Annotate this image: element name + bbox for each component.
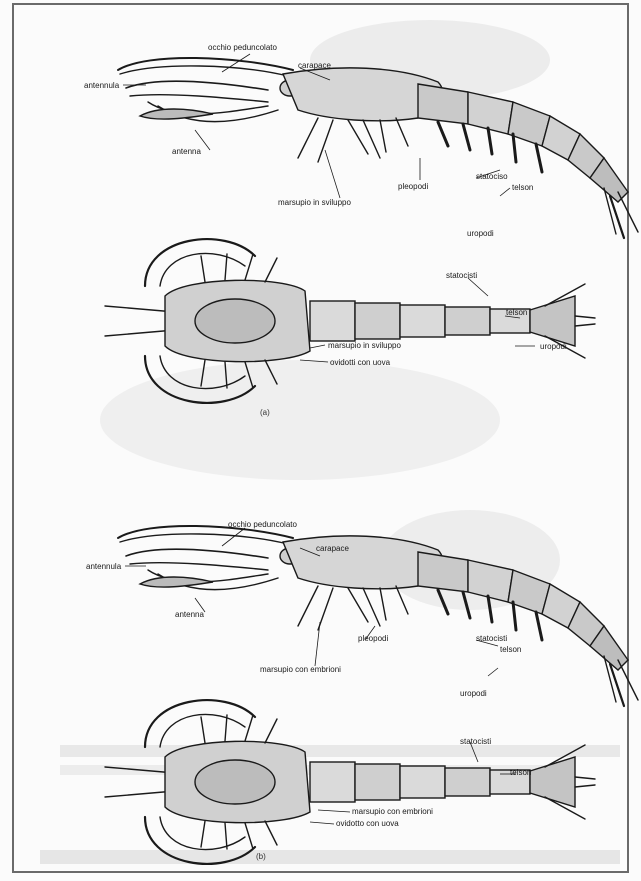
caption-b: (b)	[256, 852, 266, 861]
label-telson-a-dorsal: telson	[506, 308, 527, 317]
label-statociso-a: statociso	[476, 172, 508, 181]
label-uropodi-b: uropodi	[460, 689, 487, 698]
label-statocisti-b: statocisti	[476, 634, 507, 643]
label-statocisti-b-dorsal: statocisti	[460, 737, 491, 746]
label-statocisti-a-dorsal: statocisti	[446, 271, 477, 280]
label-carapace-a: carapace	[298, 61, 331, 70]
label-marsupio-a: marsupio in sviluppo	[278, 198, 351, 207]
label-pleopodi-b: pleopodi	[358, 634, 388, 643]
label-carapace-b: carapace	[316, 544, 349, 553]
label-ovidotti-a-dorsal: ovidotti con uova	[330, 358, 390, 367]
label-antenna-a: antenna	[172, 147, 201, 156]
label-occhio-peduncolato-b: occhio peduncolato	[228, 520, 297, 529]
label-antenna-b: antenna	[175, 610, 204, 619]
label-ovidotto-b-dorsal: ovidotto con uova	[336, 819, 399, 828]
label-telson-b: telson	[500, 645, 521, 654]
label-marsupio-b-dorsal: marsupio con embrioni	[352, 807, 433, 816]
label-telson-a: telson	[512, 183, 533, 192]
label-uropodi-a-dorsal: uropodi	[540, 342, 567, 351]
label-uropodi-a: uropodi	[467, 229, 494, 238]
label-antennula-a: antennula	[84, 81, 119, 90]
caption-a: (a)	[260, 408, 270, 417]
label-marsupio-b: marsupio con embrioni	[260, 665, 341, 674]
label-pleopodi-a: pleopodi	[398, 182, 428, 191]
label-occhio-peduncolato-a: occhio peduncolato	[208, 43, 277, 52]
label-telson-b-dorsal: telson	[510, 768, 531, 777]
label-marsupio-a-dorsal: marsupio in sviluppo	[328, 341, 401, 350]
label-antennula-b: antennula	[86, 562, 121, 571]
